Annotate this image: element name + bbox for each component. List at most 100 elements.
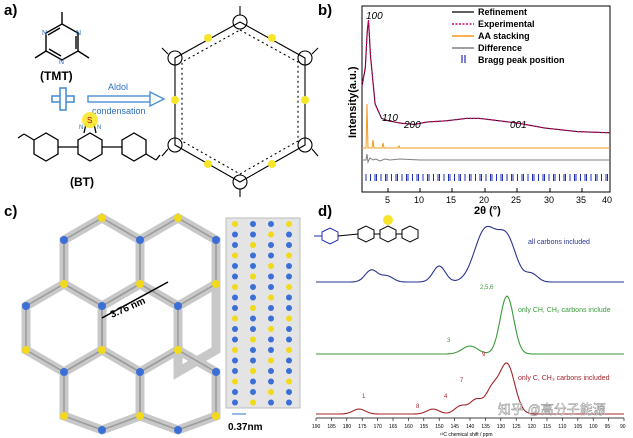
- peak-label-100: 100: [366, 11, 383, 22]
- peak-label-001: 001: [510, 120, 527, 131]
- pxrd-xtick-15: 15: [446, 195, 456, 205]
- stack-atom: [250, 242, 256, 248]
- tmt-atom-n3: N: [59, 59, 64, 66]
- cof-node-atom: [174, 426, 182, 434]
- nmr-xtick-label: 90: [620, 424, 626, 430]
- tmt-label: (TMT): [40, 69, 73, 83]
- stack-atom: [268, 252, 274, 259]
- stack-atom: [232, 252, 238, 259]
- nmr-xtick-label: 100: [589, 424, 598, 430]
- legend-difference: Difference: [478, 43, 522, 53]
- stack-atom: [268, 242, 274, 248]
- reaction-bottom-label: condensation: [92, 106, 146, 116]
- stack-atom: [268, 378, 274, 385]
- stack-atom: [268, 399, 274, 406]
- cof-node-atoms: [22, 214, 220, 434]
- nmr-xtick-label: 130: [497, 424, 506, 430]
- peak-label-110: 110: [382, 113, 398, 124]
- nmr-xlabel: ¹³C chemical shift / ppm: [440, 432, 493, 438]
- nmr-xtick-label: 105: [574, 424, 583, 430]
- stack-atom: [232, 315, 238, 322]
- stack-atom: [286, 221, 292, 227]
- stack-atom: [268, 294, 274, 301]
- trace-label-ch: only CH, CH₂ carbons include: [518, 307, 611, 314]
- stack-atom: [250, 315, 256, 322]
- stack-atom: [232, 378, 238, 385]
- cof-node-atom: [136, 280, 144, 288]
- tmt-atom-n1: N: [76, 30, 81, 37]
- stack-atom: [250, 305, 256, 311]
- cof-node-atom: [136, 236, 144, 244]
- pxrd-plot: [361, 5, 611, 193]
- stack-atom: [232, 357, 238, 364]
- stack-atom: [250, 336, 256, 343]
- nmr-peak-3: 3: [447, 338, 451, 344]
- stack-atom: [250, 378, 256, 385]
- nmr-xtick-label: 140: [466, 424, 475, 430]
- nmr-peak-7: 7: [460, 378, 464, 384]
- stack-atom: [250, 294, 256, 301]
- stack-atom: [250, 347, 256, 353]
- stack-atom: [232, 347, 238, 353]
- pxrd-xtick-25: 25: [511, 195, 521, 205]
- trace-label-all: all carbons included: [528, 239, 590, 246]
- pore-size-arrow: [101, 281, 169, 319]
- stack-atom: [286, 378, 292, 385]
- stack-atom: [232, 389, 238, 395]
- panel-b-label: b): [318, 2, 333, 19]
- pxrd-xtick-5: 5: [385, 195, 390, 205]
- stack-atom: [250, 399, 256, 406]
- stack-atom: [286, 336, 292, 343]
- stack-atom: [250, 231, 256, 238]
- cof-stack-sideview: [225, 217, 301, 409]
- cof-node-atom: [60, 412, 68, 420]
- stack-atom: [286, 357, 292, 364]
- reaction-arrow: [87, 90, 166, 108]
- tmt-atom-n2: N: [42, 30, 47, 37]
- nmr-xtick-label: 125: [512, 424, 521, 430]
- pxrd-ylabel: Intensity(a.u.): [347, 66, 359, 138]
- peak-label-200: 200: [403, 120, 421, 131]
- nmr-peak-4: 4: [444, 394, 448, 400]
- pxrd-xtick-30: 30: [544, 195, 554, 205]
- nmr-xtick-label: 180: [343, 424, 352, 430]
- stack-atom: [232, 242, 238, 248]
- pxrd-xtick-10: 10: [414, 195, 424, 205]
- stack-atom: [268, 326, 274, 332]
- stack-atom: [268, 357, 274, 364]
- nmr-xtick-label: 115: [543, 424, 551, 430]
- stack-atom: [268, 305, 274, 311]
- stack-atom: [232, 273, 238, 280]
- stack-atom: [232, 368, 238, 374]
- plus-sign-v: [59, 87, 67, 111]
- cof-node-atom: [60, 236, 68, 244]
- panel-d-label: d): [318, 203, 333, 220]
- stack-atom: [268, 231, 274, 238]
- stack-atom: [232, 336, 238, 343]
- nmr-structure-sulfur: [383, 215, 393, 225]
- nmr-xtick-label: 175: [358, 424, 367, 430]
- stack-atom: [286, 368, 292, 374]
- nmr-xtick-label: 145: [451, 424, 460, 430]
- nmr-xtick-label: 190: [312, 424, 321, 430]
- nmr-xtick-label: 95: [605, 424, 611, 430]
- bt-atom-s: S: [87, 116, 92, 125]
- stack-atom: [286, 284, 292, 290]
- cof-node-atom: [212, 368, 220, 376]
- nmr-xtick-label: 185: [327, 424, 336, 430]
- stack-atom: [250, 284, 256, 290]
- stack-atom: [268, 284, 274, 290]
- stack-atom: [268, 347, 274, 353]
- stack-atom: [286, 263, 292, 269]
- legend-bragg: Bragg peak position: [478, 55, 565, 65]
- stack-atom: [232, 284, 238, 290]
- stack-atom: [232, 294, 238, 301]
- stack-atom: [268, 315, 274, 322]
- nmr-xtick-label: 155: [420, 424, 429, 430]
- stack-atom: [286, 326, 292, 332]
- cof-node-atom: [212, 412, 220, 420]
- cof-honeycomb-model: [21, 212, 221, 435]
- legend-aa-stacking: AA stacking: [478, 31, 530, 41]
- cof-node-atom: [136, 368, 144, 376]
- stack-atom: [250, 252, 256, 259]
